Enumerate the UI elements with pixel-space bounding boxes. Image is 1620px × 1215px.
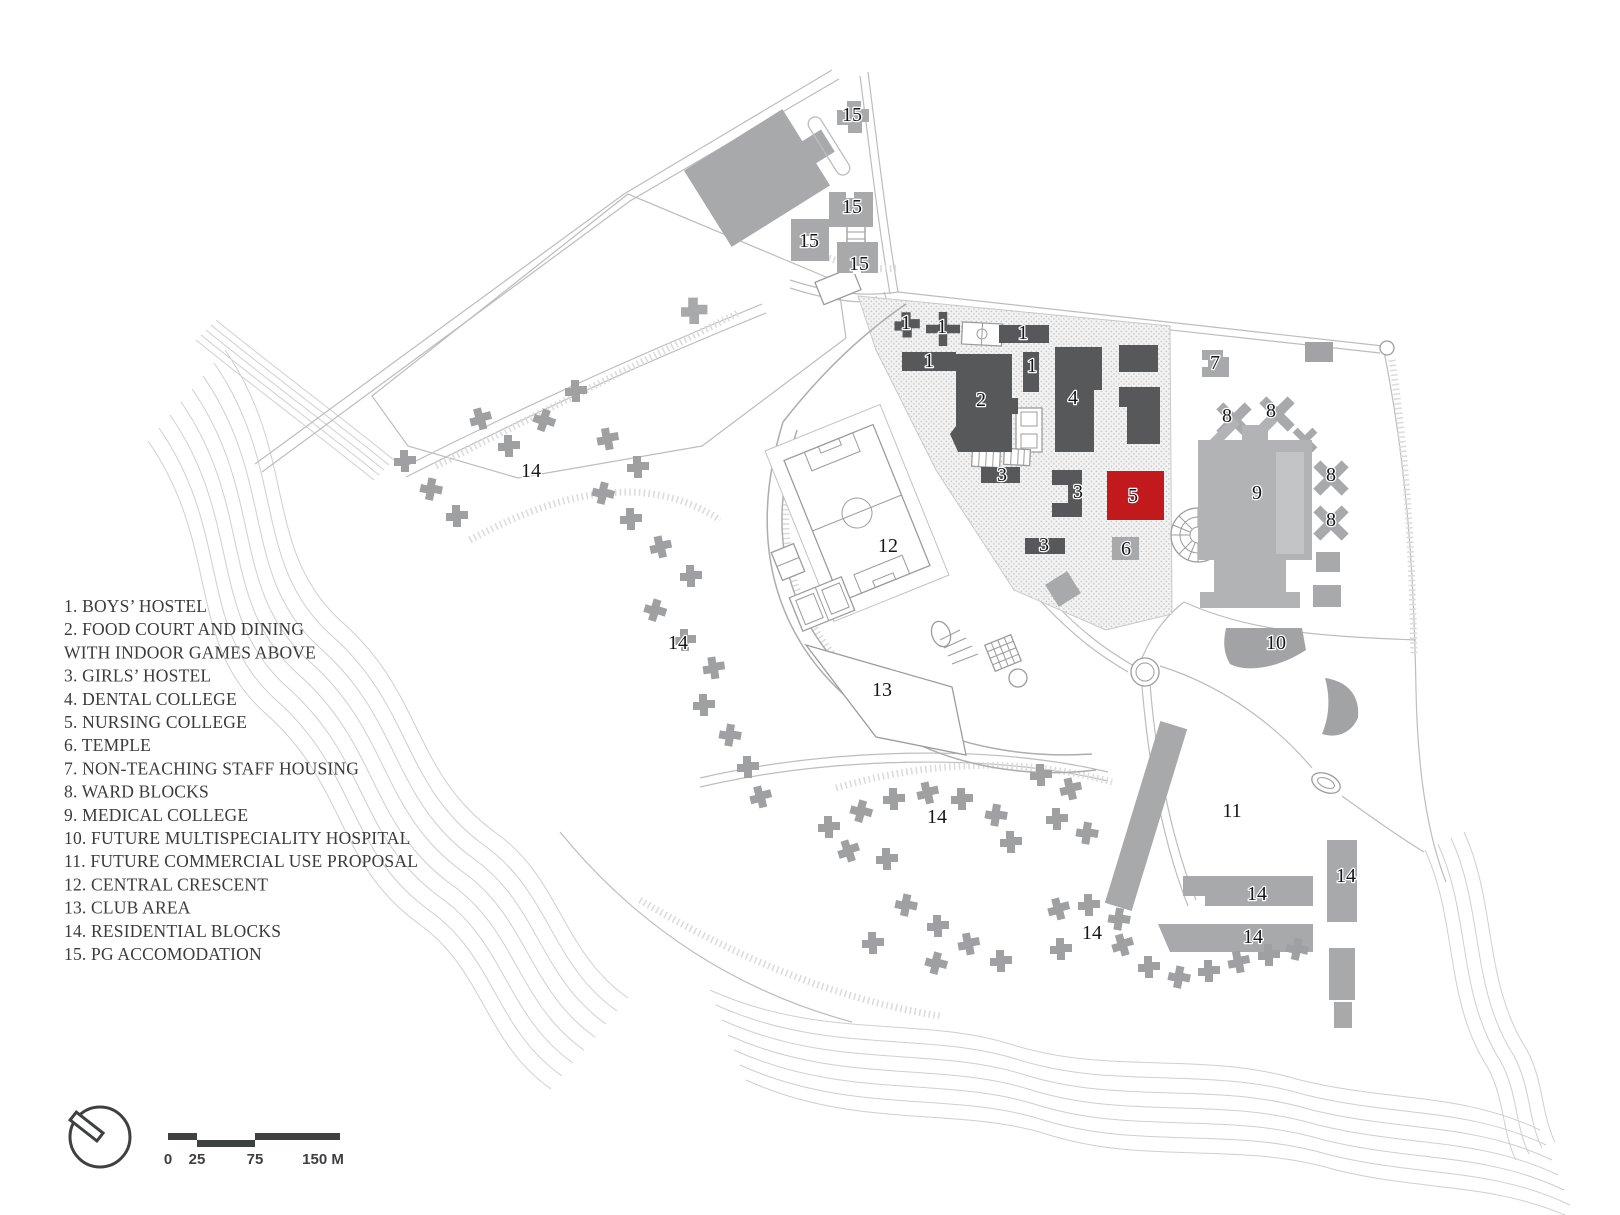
building-4-dental-college [1055, 347, 1102, 452]
flag-circle [1379, 340, 1395, 356]
open-field-parcel [371, 193, 847, 479]
building-6-temple [1112, 537, 1139, 560]
map-label-1: 1 [1027, 355, 1037, 377]
parking-strips [434, 250, 1418, 1020]
club-area-parcel [804, 643, 967, 756]
north-arrow-icon [68, 1105, 132, 1169]
amphitheater-steps [939, 629, 979, 665]
map-label-8: 8 [1326, 509, 1336, 531]
map-label-6: 6 [1121, 538, 1131, 560]
map-label-4: 4 [1068, 387, 1078, 409]
map-label-11: 11 [1222, 800, 1241, 822]
roundabout [1130, 657, 1160, 687]
map-label-5: 5 [1128, 485, 1138, 507]
map-label-12: 12 [878, 535, 898, 557]
oval-roundabout [1311, 772, 1341, 794]
legend-line: 15. PG ACCOMODATION [64, 944, 262, 964]
legend-line: 6. TEMPLE [64, 735, 151, 755]
map-label-14: 14 [1247, 883, 1267, 905]
map-label-3: 3 [997, 464, 1007, 486]
map-label-15: 15 [799, 230, 819, 252]
scale-label: 25 [189, 1151, 206, 1168]
map-label-14: 14 [927, 806, 947, 828]
contour-lines-right [1424, 831, 1556, 1161]
map-label-10: 10 [1266, 632, 1286, 654]
map-label-2: 2 [976, 389, 986, 411]
sports-courts [770, 216, 1043, 688]
legend-line: 14. RESIDENTIAL BLOCKS [64, 921, 281, 941]
legend-line: WITH INDOOR GAMES ABOVE [64, 642, 316, 662]
map-label-7: 7 [1210, 352, 1220, 374]
map-label-13: 13 [872, 679, 892, 701]
legend-line: 3. GIRLS’ HOSTEL [64, 666, 211, 686]
legend-line: 9. MEDICAL COLLEGE [64, 805, 248, 825]
legend: 1. BOYS’ HOSTEL 2. FOOD COURT AND DINING W… [64, 596, 418, 964]
map-label-14: 14 [1243, 926, 1263, 948]
building-5-nursing-college [1107, 471, 1164, 520]
legend-line: 12. CENTRAL CRESCENT [64, 874, 268, 894]
map-label-3: 3 [1039, 534, 1049, 556]
legend-line: 8. WARD BLOCKS [64, 782, 209, 802]
building-3-girls-hostel [1052, 470, 1082, 517]
legend-line: 10. FUTURE MULTISPECIALITY HOSPITAL [64, 828, 411, 848]
map-label-15: 15 [849, 253, 869, 275]
map-label-8: 8 [1326, 464, 1336, 486]
highway-lines [195, 319, 395, 481]
scale-label: 75 [247, 1151, 264, 1168]
legend-line: 13. CLUB AREA [64, 898, 191, 918]
map-label-8: 8 [1266, 400, 1276, 422]
contour-lines-left [147, 349, 629, 1090]
map-label-3: 3 [1073, 481, 1083, 503]
map-label-14: 14 [1082, 922, 1102, 944]
football-pitch [764, 403, 950, 623]
legend-line: 11. FUTURE COMMERCIAL USE PROPOSAL [64, 851, 418, 871]
map-label-15: 15 [842, 196, 862, 218]
legend-line: 1. BOYS’ HOSTEL [64, 596, 207, 616]
map-label-9: 9 [1252, 482, 1262, 504]
scale-label: 150 M [302, 1151, 344, 1168]
map-label-1: 1 [1018, 322, 1028, 344]
scale-bar: 0 25 75 150 M [164, 1133, 344, 1168]
legend-line: 4. DENTAL COLLEGE [64, 689, 237, 709]
map-label-14: 14 [668, 632, 688, 654]
legend-line: 7. NON-TEACHING STAFF HOUSING [64, 758, 359, 778]
buildings-dark [894, 312, 1160, 554]
map-label-8: 8 [1222, 405, 1232, 427]
legend-line: 5. NURSING COLLEGE [64, 712, 247, 732]
building-2-food-court [950, 354, 1018, 452]
contour-lines-bottom [709, 989, 1571, 1215]
map-label-1: 1 [901, 312, 911, 334]
scale-bar-labels: 0 25 75 150 M [164, 1151, 344, 1168]
buildings-light [681, 101, 1360, 1028]
map-label-14: 14 [1336, 865, 1356, 887]
map-label-1: 1 [937, 316, 947, 338]
map-label-14: 14 [521, 460, 541, 482]
legend-line: 2. FOOD COURT AND DINING [64, 619, 304, 639]
map-label-15: 15 [842, 104, 862, 126]
map-label-1: 1 [924, 350, 934, 372]
scale-label: 0 [164, 1151, 172, 1168]
